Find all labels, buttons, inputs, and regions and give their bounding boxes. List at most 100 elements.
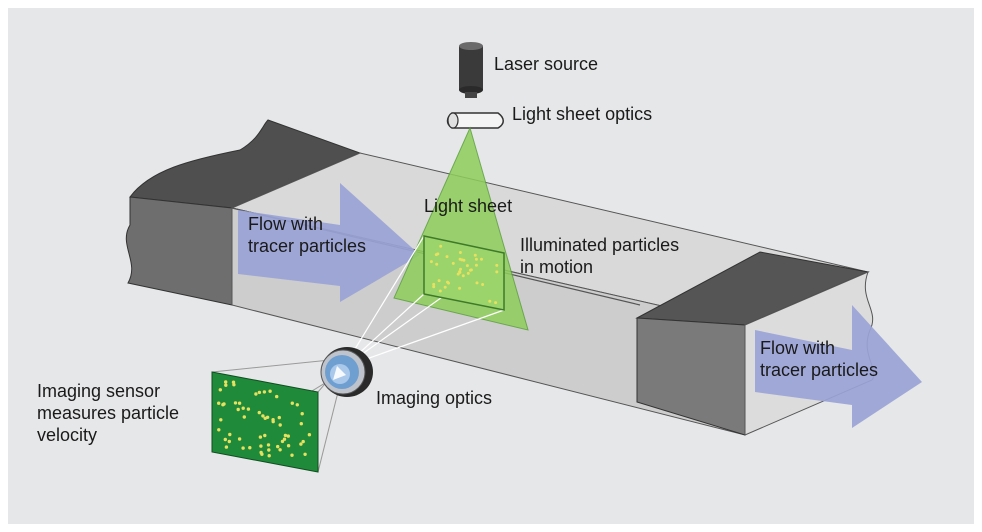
flow-arrow-out [755,305,922,428]
particle-dot [267,454,271,458]
particle-dot [237,401,242,405]
particle-dot [481,283,485,286]
imaging-sensor-board [211,371,319,473]
particle-dot [469,268,473,272]
particle-dot [237,437,242,441]
particle-dot [432,282,436,286]
particle-dot [266,443,271,447]
particle-dot [227,439,231,444]
light-sheet-optics-icon [446,112,504,129]
illuminated-particles-label: Illuminated particles in motion [520,235,680,277]
particle-dot [241,406,245,410]
particle-dot [271,419,275,424]
illuminated-particles [429,244,499,305]
particle-dot [474,263,478,267]
particle-dot [480,257,483,261]
flow-arrow-in [238,183,420,302]
particle-dot [459,267,462,271]
particle-dot [432,285,436,289]
laser-source-label: Laser source [494,54,599,74]
particle-dot [232,383,236,387]
particle-dot [278,423,282,427]
imaging-optics-label: Imaging optics [376,388,493,408]
particle-dot [458,251,462,254]
particle-dot [458,286,462,290]
laser-source-icon [459,42,483,98]
particle-dot [307,433,312,437]
particle-dot [494,301,498,305]
particle-dot [456,272,460,276]
particle-dot [258,435,263,439]
particle-dot [257,390,262,395]
particle-dot [231,380,236,384]
particle-dot [223,437,227,442]
particle-dot [458,270,462,274]
particle-dot [495,270,499,274]
particle-dot [460,258,464,262]
particle-dot [488,299,492,303]
particle-dot [228,432,232,437]
particle-dot [263,433,267,438]
particle-dot [224,383,228,387]
particle-dot [259,444,263,448]
particle-dot [219,418,223,422]
particle-dot [290,453,294,457]
particle-dot [218,388,222,392]
particle-dot [286,434,290,438]
particle-dot [299,422,303,426]
particle-dot [301,439,305,444]
illuminated-particles-window [423,235,505,311]
particle-dot [276,444,280,449]
channel-left-dark-front [125,196,233,306]
particle-dot [466,271,470,275]
particle-dot [236,407,240,412]
particle-dot [263,416,267,420]
particle-dot [461,274,465,278]
light-sheet-label: Light sheet [424,196,513,216]
flow-in-label: Flow with tracer particles [248,214,367,256]
particle-dot [439,244,443,248]
particle-dot [280,439,285,444]
particle-dot [257,410,261,415]
particle-dot [254,392,258,396]
particle-dot [233,401,238,405]
particle-dot [242,415,246,419]
particle-dot [436,252,440,256]
particle-dot [221,403,225,407]
particle-dot [217,401,221,405]
particle-dot [465,264,469,268]
particle-dot [451,261,455,265]
particle-dot [475,281,479,285]
particle-dot [290,401,294,405]
particle-dot [473,253,477,257]
particle-dot [267,448,271,452]
particle-dot [246,407,251,411]
particle-dot [495,263,499,267]
particle-dot [303,452,307,456]
imaging-optics-icon [320,347,373,397]
particle-dot [443,285,447,289]
particle-dot [278,448,282,452]
particle-dot [438,289,442,293]
particle-dot [300,412,304,416]
particle-dot [248,446,252,450]
flow-out-label: Flow with tracer particles [760,338,879,380]
particle-dot [283,433,288,438]
particle-dot [224,380,228,384]
particle-dot [437,279,441,283]
particle-dot [295,403,299,407]
particle-dot [217,428,221,432]
particle-dot [446,280,449,284]
particle-dot [435,262,439,266]
light-sheet-optics-label: Light sheet optics [512,104,653,124]
channel-left-dark-top [129,119,362,209]
particle-dot [299,442,303,446]
particle-dot [429,260,433,264]
particle-dot [277,415,281,420]
particle-dot [445,255,449,259]
particle-dot [282,437,287,441]
imaging-sensor-label: Imaging sensor measures particle velocit… [37,381,180,445]
particle-dot [260,452,264,456]
particle-dot [286,444,291,448]
